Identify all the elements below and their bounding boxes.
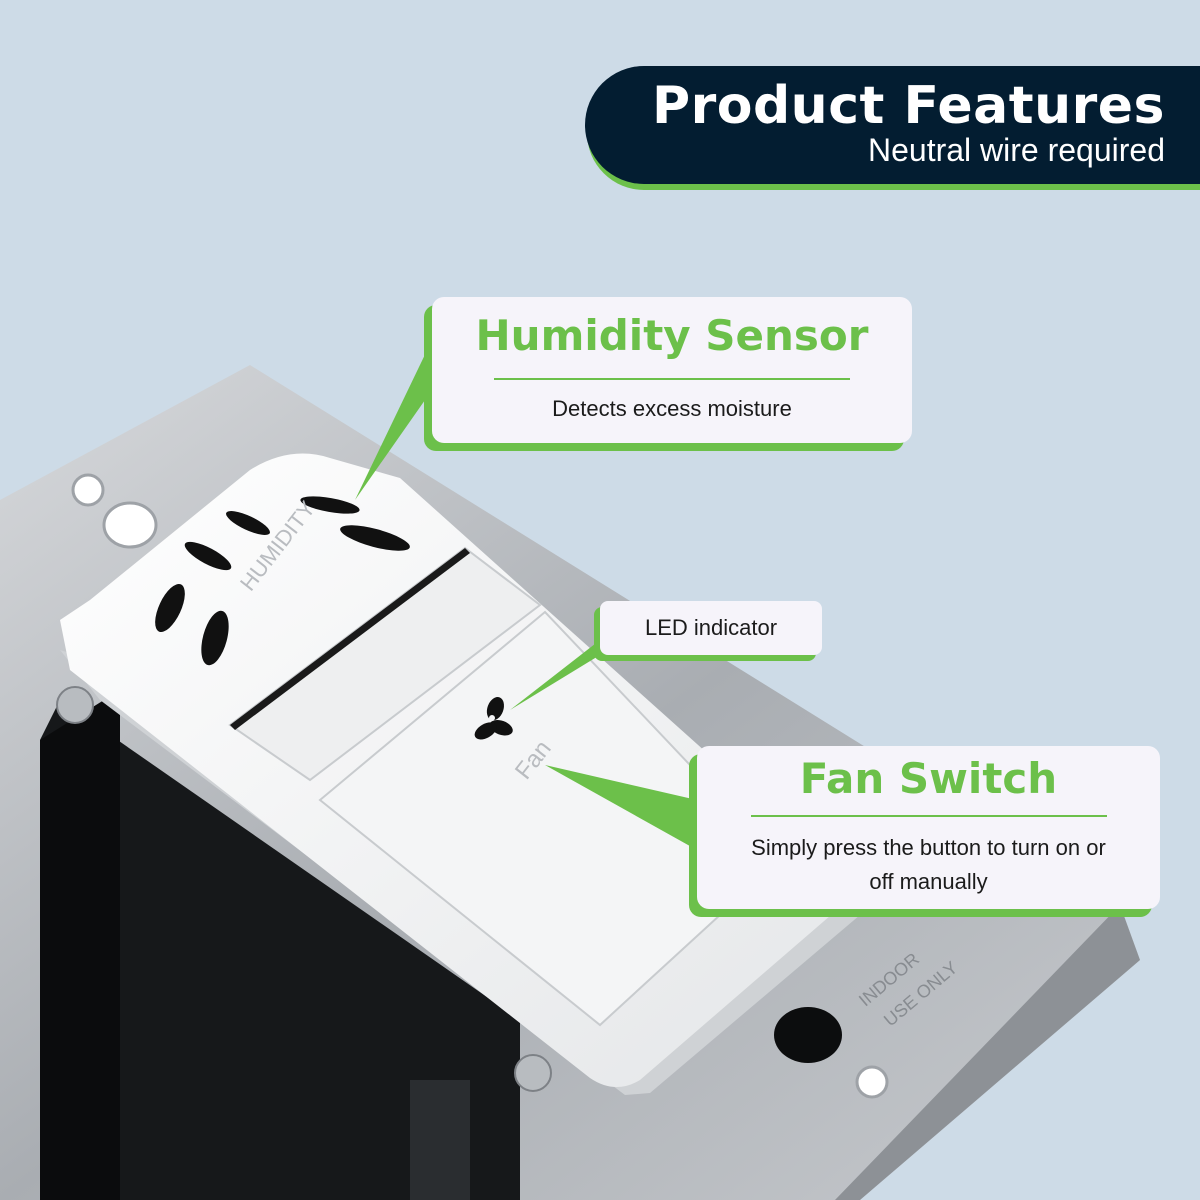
plate-slot-bottom (774, 1007, 842, 1063)
divider (750, 815, 1107, 817)
top-button (228, 546, 542, 782)
humidity-sensor-text: Detects excess moisture (552, 396, 792, 421)
plate-hole-top (71, 473, 105, 507)
black-housing-shade (40, 690, 120, 1200)
black-housing (40, 700, 520, 1200)
housing-slot (410, 1080, 470, 1200)
vent (300, 496, 360, 514)
plate-slot-top (102, 501, 158, 549)
fan-switch-text: Simply press the button to turn on or of… (751, 835, 1106, 894)
led-indicator-text: LED indicator (644, 615, 778, 640)
led-pointer (510, 640, 600, 710)
vent (201, 610, 229, 666)
vent (340, 525, 410, 551)
plate-hole-bottom (855, 1065, 889, 1099)
humidity-sensor-callout: Humidity Sensor Detects excess moisture (432, 297, 912, 443)
divider (494, 378, 850, 380)
metal-plate-edge (835, 905, 1140, 1200)
vent (155, 583, 185, 633)
page-title: Product Features (651, 76, 1165, 136)
screw-bottom (514, 1054, 552, 1092)
fan-icon (474, 696, 513, 740)
fan-switch-title: Fan Switch (799, 754, 1058, 803)
humidity-sensor-title: Humidity Sensor (475, 311, 869, 360)
led-indicator-callout: LED indicator (600, 601, 822, 655)
screw-top (56, 686, 94, 724)
header-banner: Product Features Neutral wire required (585, 66, 1200, 184)
vent (226, 511, 270, 535)
humidity-pointer (355, 340, 432, 500)
top-button-gap (230, 548, 470, 730)
page-subtitle: Neutral wire required (867, 132, 1165, 168)
fan-pointer (545, 765, 697, 850)
vent (184, 541, 232, 571)
fan-switch-callout: Fan Switch Simply press the button to tu… (697, 746, 1160, 909)
